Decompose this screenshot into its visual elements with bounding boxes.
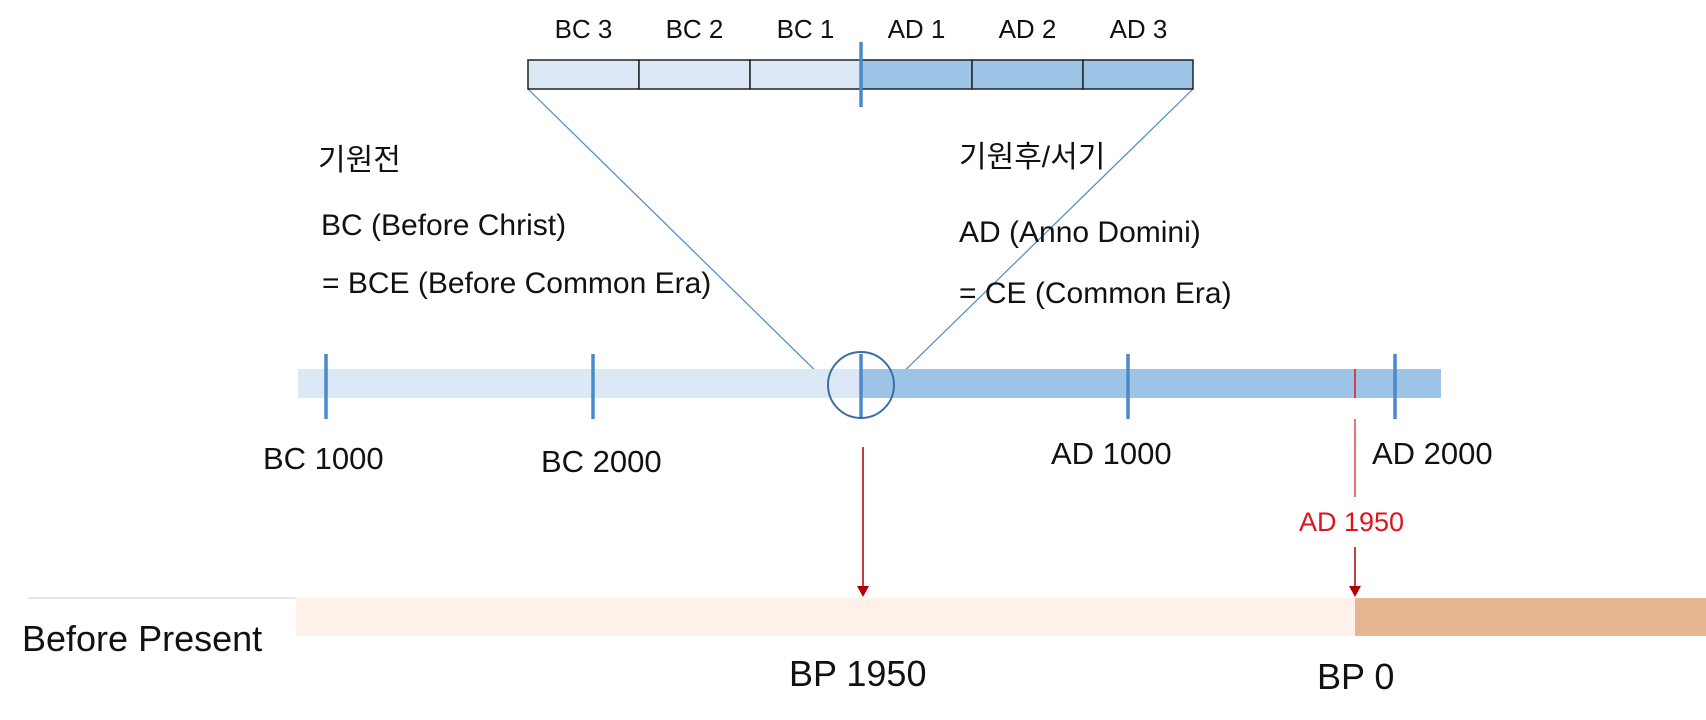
segment-ad1 [860,59,973,90]
segment-label-bc2: BC 2 [665,14,724,44]
ad-bar [861,369,1441,398]
before-present-title: Before Present [22,618,263,659]
segment-bc3 [527,59,640,90]
bc-korean-label: 기원전 [318,144,401,177]
zoom-line-left [527,88,831,386]
bc-definition: BC (Before Christ) [321,209,567,242]
label-bp1950: BP 1950 [789,653,927,694]
zoom-segment-bar [527,42,1194,107]
segment-bc2 [638,59,751,90]
segment-ad3 [1082,59,1194,90]
label-bc2000: BC 2000 [541,444,662,479]
zoom-circle [827,351,895,419]
label-bp0: BP 0 [1317,656,1395,697]
segment-ad2 [971,59,1084,90]
segment-label-ad1: AD 1 [887,14,946,44]
segment-label-bc3: BC 3 [554,14,613,44]
label-bc1000: BC 1000 [263,441,384,476]
mapping-arrows [857,419,1361,597]
segment-label-ad2: AD 2 [998,14,1057,44]
ce-definition: = CE (Common Era) [959,277,1232,310]
segment-label-bc1: BC 1 [776,14,835,44]
segment-label-ad3: AD 3 [1109,14,1168,44]
zoom-line-right [889,88,1194,386]
bc-bar [298,369,861,398]
segment-bc1 [749,59,862,90]
bp-present-bar [1355,598,1706,636]
label-ad1950: AD 1950 [1299,507,1405,537]
main-timeline [298,351,1441,419]
arrowhead-bp0 [1349,586,1361,597]
label-ad2000: AD 2000 [1372,436,1493,471]
bce-definition: = BCE (Before Common Era) [322,267,712,300]
ad-korean-label: 기원후/서기 [959,141,1106,174]
ad-definition: AD (Anno Domini) [959,216,1201,249]
before-present-bar [28,597,1706,636]
arrowhead-bp1950 [857,586,869,597]
label-ad1000: AD 1000 [1051,436,1172,471]
bp-past-bar [296,598,1355,636]
